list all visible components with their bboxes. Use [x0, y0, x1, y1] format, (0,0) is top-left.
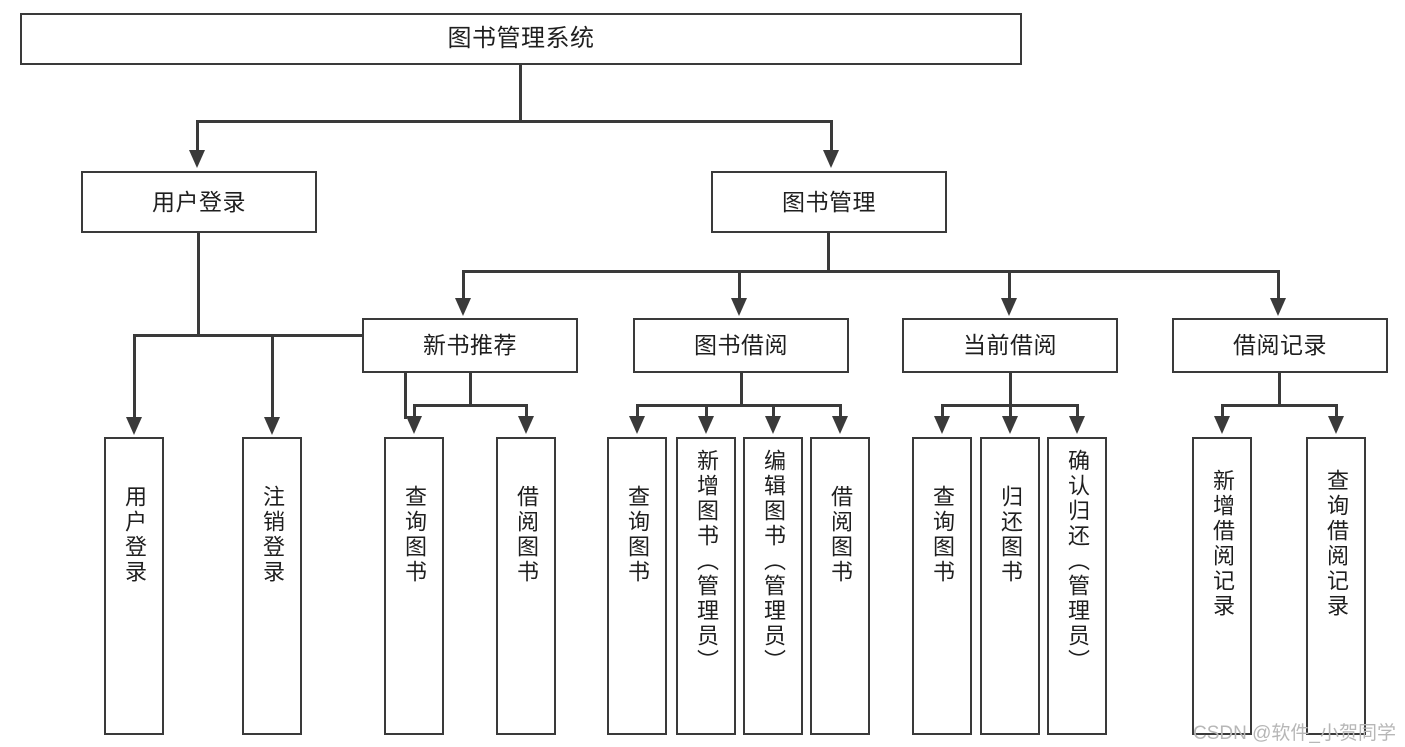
connector-book-borrow-l4	[839, 404, 842, 418]
connector-borrow-record-l1	[1221, 404, 1224, 418]
node-label: 借阅记录	[1233, 332, 1327, 359]
arrowhead-new-book	[455, 298, 471, 316]
connector-borrow-record-l2	[1335, 404, 1338, 418]
arrowhead-new-book-l1	[406, 416, 422, 434]
connector-to-user-login	[196, 120, 199, 152]
arrowhead-current-borrow-l2	[1002, 416, 1018, 434]
node-label: 新书推荐	[423, 332, 517, 359]
arrowhead-current-borrow-l1	[934, 416, 950, 434]
leaf-confirm-return-admin[interactable]: 确认归还（管理员）	[1047, 437, 1107, 735]
connector-book-borrow-bus	[636, 404, 842, 407]
connector-current-borrow-stem	[1009, 373, 1012, 406]
arrowhead-borrow-record-l1	[1214, 416, 1230, 434]
connector-book-borrow-stem	[740, 373, 743, 406]
arrowhead-borrow-record	[1270, 298, 1286, 316]
leaf-add-book-admin[interactable]: 新增图书（管理员）	[676, 437, 736, 735]
leaf-borrow-book-recommend[interactable]: 借阅图书	[496, 437, 556, 735]
arrowhead-book-borrow-l4	[832, 416, 848, 434]
node-label: 查询图书	[625, 485, 650, 585]
node-label: 图书管理系统	[447, 25, 595, 53]
connector-borrow-record-bus	[1221, 404, 1338, 407]
node-label: 确认归还（管理员）	[1065, 449, 1090, 674]
connector-current-borrow-l3	[1076, 404, 1079, 418]
node-book-borrow[interactable]: 图书借阅	[633, 318, 849, 373]
connector-book-borrow-l1	[636, 404, 639, 418]
connector-book-borrow-l3	[772, 404, 775, 418]
leaf-query-book-current[interactable]: 查询图书	[912, 437, 972, 735]
node-label: 图书管理	[782, 188, 876, 215]
leaf-return-book[interactable]: 归还图书	[980, 437, 1040, 735]
node-label: 查询图书	[402, 485, 427, 585]
node-label: 用户登录	[152, 188, 246, 215]
connector-borrow-record-stem	[1278, 373, 1281, 406]
node-book-management[interactable]: 图书管理	[711, 171, 947, 233]
connector-current-borrow-l2	[1009, 404, 1012, 418]
connector-to-book-manage	[830, 120, 833, 152]
connector-user-login-leaf1	[133, 334, 136, 419]
leaf-add-borrow-record[interactable]: 新增借阅记录	[1192, 437, 1252, 735]
arrowhead-new-book-l2	[518, 416, 534, 434]
node-new-book-recommend[interactable]: 新书推荐	[362, 318, 578, 373]
arrowhead-book-borrow-l2	[698, 416, 714, 434]
arrowhead-borrow-record-l2	[1328, 416, 1344, 434]
connector-user-login-leaf2	[404, 334, 407, 419]
connector-to-book-borrow	[738, 270, 741, 302]
arrowhead-current-borrow	[1001, 298, 1017, 316]
leaf-query-book-borrow[interactable]: 查询图书	[607, 437, 667, 735]
connector-root-bus	[196, 120, 833, 123]
arrowhead-book-borrow-l1	[629, 416, 645, 434]
connector-book-manage-stem	[827, 233, 830, 273]
connector-to-borrow-record	[1277, 270, 1280, 302]
leaf-user-login[interactable]: 用户登录	[104, 437, 164, 735]
node-user-login[interactable]: 用户登录	[81, 171, 317, 233]
connector-new-book-l2	[525, 404, 528, 418]
connector-user-login-leaf2b	[271, 334, 274, 419]
connector-level3-bus	[462, 270, 1280, 273]
node-current-borrow[interactable]: 当前借阅	[902, 318, 1118, 373]
arrowhead-user-login	[189, 150, 205, 168]
connector-new-book-l1	[413, 404, 416, 418]
arrowhead-book-borrow	[731, 298, 747, 316]
node-label: 查询图书	[930, 485, 955, 585]
leaf-edit-book-admin[interactable]: 编辑图书（管理员）	[743, 437, 803, 735]
leaf-query-borrow-record[interactable]: 查询借阅记录	[1306, 437, 1366, 735]
leaf-borrow-book[interactable]: 借阅图书	[810, 437, 870, 735]
node-root-system[interactable]: 图书管理系统	[20, 13, 1022, 65]
node-label: 当前借阅	[963, 332, 1057, 359]
node-label: 借阅图书	[514, 485, 539, 585]
node-label: 新增借阅记录	[1210, 469, 1235, 619]
connector-new-book-bus	[413, 404, 528, 407]
arrowhead-book-manage	[823, 150, 839, 168]
node-label: 归还图书	[998, 485, 1023, 585]
node-label: 编辑图书（管理员）	[761, 449, 786, 674]
arrowhead-current-borrow-l3	[1069, 416, 1085, 434]
node-label: 图书借阅	[694, 332, 788, 359]
leaf-query-book-recommend[interactable]: 查询图书	[384, 437, 444, 735]
connector-to-new-book	[462, 270, 465, 302]
connector-current-borrow-l1	[941, 404, 944, 418]
leaf-logout[interactable]: 注销登录	[242, 437, 302, 735]
node-borrow-record[interactable]: 借阅记录	[1172, 318, 1388, 373]
arrowhead-leaf-user-login	[126, 417, 142, 435]
connector-book-borrow-l2	[705, 404, 708, 418]
connector-new-book-stem	[469, 373, 472, 406]
node-label: 新增图书（管理员）	[694, 449, 719, 674]
connector-user-login-stem	[197, 233, 200, 336]
node-label: 注销登录	[260, 485, 285, 585]
arrowhead-leaf-logout	[264, 417, 280, 435]
node-label: 查询借阅记录	[1324, 469, 1349, 619]
connector-user-login-bus	[133, 334, 407, 337]
connector-root-stem	[519, 65, 522, 122]
node-label: 借阅图书	[828, 485, 853, 585]
connector-to-current-borrow	[1008, 270, 1011, 302]
arrowhead-book-borrow-l3	[765, 416, 781, 434]
node-label: 用户登录	[122, 485, 147, 585]
